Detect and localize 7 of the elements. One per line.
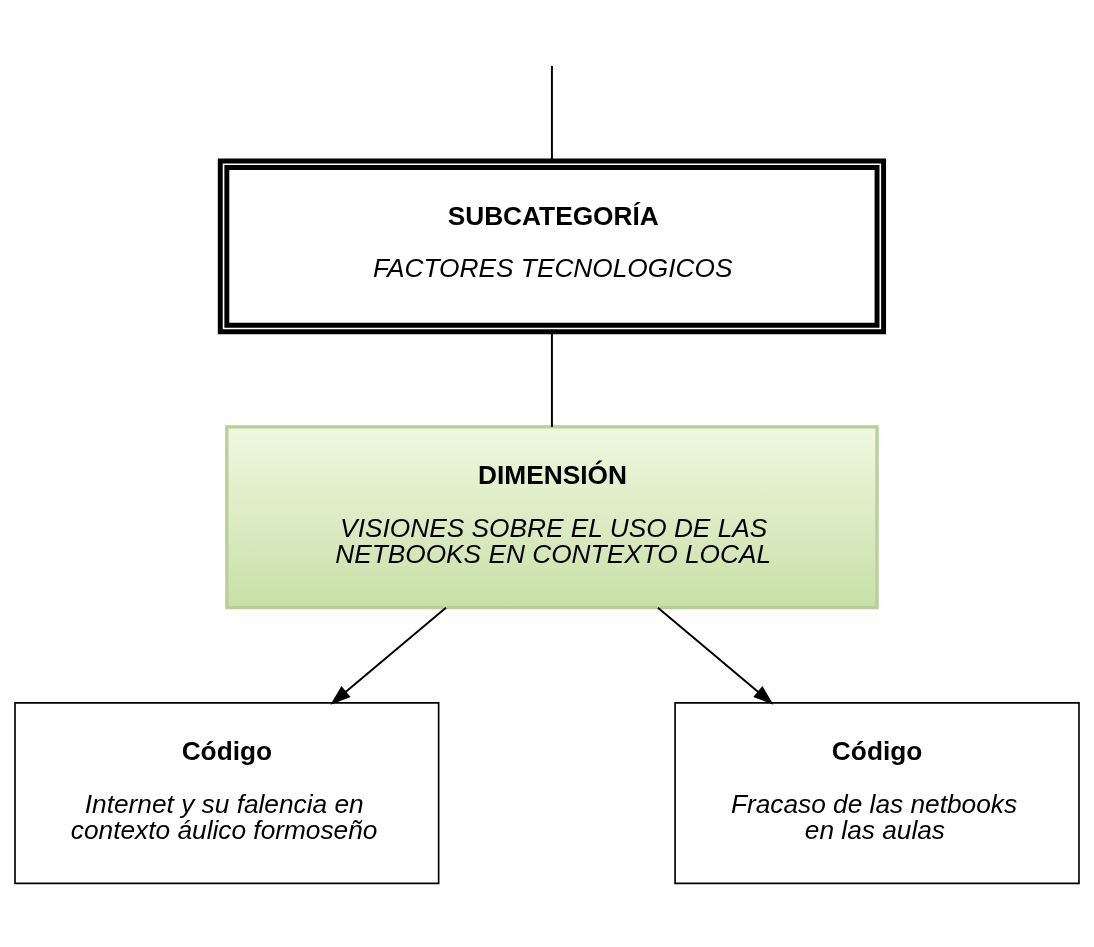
- node-box: SUBCATEGORÍA FACTORES TECNOLOGICOS: [217, 158, 887, 334]
- node-box: Código Internet y su falencia en contexto áulico formoseño: [14, 701, 440, 884]
- node-box: Código Fracaso de las netbooks en las aulas: [674, 701, 1080, 884]
- node-box: DIMENSIÓN VISIONES SOBRE EL USO DE LAS NETBOOKS EN CONTEXTO LOCAL: [225, 424, 879, 609]
- connector: [550, 64, 553, 162]
- arrow: [330, 606, 447, 705]
- arrow: [656, 606, 774, 705]
